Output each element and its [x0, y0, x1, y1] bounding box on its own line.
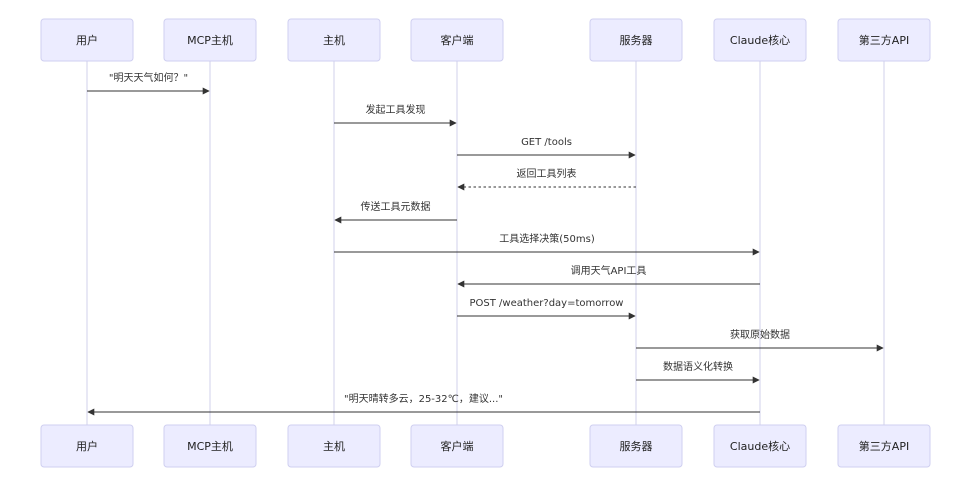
message-label: 传送工具元数据	[361, 200, 431, 213]
message-10: 数据语义化转换	[636, 360, 760, 384]
message-label: "明天晴转多云，25-32℃，建议..."	[344, 392, 503, 405]
message-label: 发起工具发现	[366, 103, 426, 116]
message-4: 返回工具列表	[457, 167, 636, 191]
actor-box	[40, 424, 134, 468]
actor-box	[163, 424, 257, 468]
message-9: 获取原始数据	[636, 328, 884, 352]
message-1: "明天天气如何？"	[87, 71, 210, 95]
actor-box	[837, 18, 931, 62]
actor-claude-bottom: Claude核心	[713, 424, 807, 468]
actor-label: 服务器	[620, 440, 653, 453]
actor-box	[589, 18, 683, 62]
message-7: 调用天气API工具	[457, 264, 760, 288]
actor-label: 主机	[323, 439, 345, 453]
actor-user-bottom: 用户	[40, 424, 134, 468]
actor-box	[837, 424, 931, 468]
message-label: 调用天气API工具	[571, 264, 647, 277]
actor-label: MCP主机	[187, 439, 233, 453]
actor-api-top: 第三方API	[837, 18, 931, 62]
actor-label: MCP主机	[187, 33, 233, 47]
actor-box	[713, 18, 807, 62]
actor-client-bottom: 客户端	[410, 424, 504, 468]
message-label: 工具选择决策(50ms)	[499, 232, 595, 245]
actor-box	[410, 18, 504, 62]
message-8: POST /weather?day=tomorrow	[457, 298, 636, 320]
actor-api-bottom: 第三方API	[837, 424, 931, 468]
message-label: "明天天气如何？"	[109, 71, 188, 84]
actor-label: 服务器	[620, 34, 653, 47]
message-label: 获取原始数据	[730, 328, 790, 341]
actor-box	[410, 424, 504, 468]
actor-mcp_host-top: MCP主机	[163, 18, 257, 62]
actor-host-bottom: 主机	[287, 424, 381, 468]
actor-mcp_host-bottom: MCP主机	[163, 424, 257, 468]
actor-host-top: 主机	[287, 18, 381, 62]
actor-label: Claude核心	[730, 439, 790, 453]
actor-label: 主机	[323, 33, 345, 47]
actor-label: Claude核心	[730, 33, 790, 47]
actor-claude-top: Claude核心	[713, 18, 807, 62]
actor-label: 第三方API	[859, 439, 909, 453]
message-5: 传送工具元数据	[334, 200, 457, 224]
actor-label: 客户端	[441, 33, 474, 47]
actor-client-top: 客户端	[410, 18, 504, 62]
message-2: 发起工具发现	[334, 103, 457, 127]
actor-box	[713, 424, 807, 468]
message-6: 工具选择决策(50ms)	[334, 232, 760, 256]
actor-label: 用户	[76, 33, 98, 47]
message-label: POST /weather?day=tomorrow	[470, 298, 624, 309]
message-3: GET /tools	[457, 137, 636, 159]
actor-box	[589, 424, 683, 468]
actor-user-top: 用户	[40, 18, 134, 62]
actor-label: 第三方API	[859, 33, 909, 47]
actor-box	[40, 18, 134, 62]
message-label: 返回工具列表	[517, 167, 577, 180]
actor-box	[287, 424, 381, 468]
actor-box	[287, 18, 381, 62]
message-11: "明天晴转多云，25-32℃，建议..."	[87, 392, 760, 416]
actor-box	[163, 18, 257, 62]
actor-label: 客户端	[441, 439, 474, 453]
message-label: GET /tools	[521, 137, 572, 148]
actor-server-bottom: 服务器	[589, 424, 683, 468]
actor-label: 用户	[76, 439, 98, 453]
actor-server-top: 服务器	[589, 18, 683, 62]
message-label: 数据语义化转换	[663, 360, 733, 373]
